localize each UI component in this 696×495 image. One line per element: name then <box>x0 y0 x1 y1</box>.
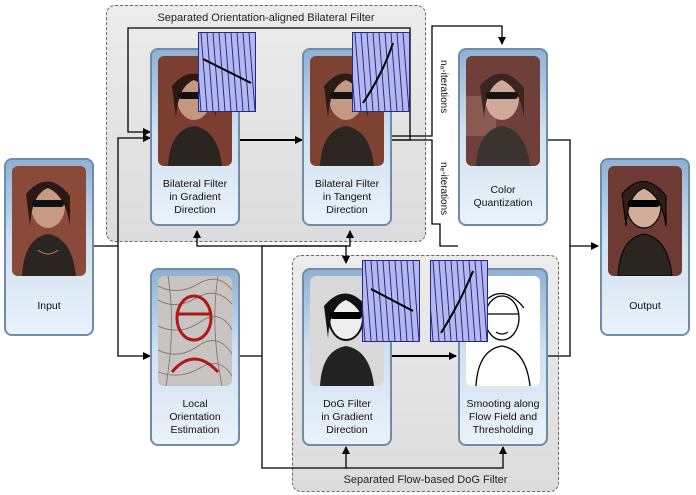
color-quantization-label: Color Quantization <box>473 184 533 209</box>
dog-group-title: Separated Flow-based DoG Filter <box>343 474 508 486</box>
bilateral-gradient-node: Bilateral Filter in Gradient Direction <box>150 48 240 226</box>
gradient-kernel-inset <box>198 32 256 112</box>
ne-iterations-label: nₑ-iterations <box>438 162 449 216</box>
color-quantization-photo <box>466 56 540 166</box>
bilateral-tangent-label: Bilateral Filter in Tangent Direction <box>314 178 380 216</box>
output-label: Output <box>629 300 661 312</box>
input-node: Input <box>4 158 94 336</box>
smoothing-node: Smooting along Flow Field and Thresholdi… <box>458 268 548 446</box>
smoothing-label: Smooting along Flow Field and Thresholdi… <box>466 398 540 436</box>
bilateral-group-title: Separated Orientation-aligned Bilateral … <box>157 12 375 24</box>
input-label: Input <box>37 300 61 312</box>
na-iterations-label: nₐ-iterations <box>438 60 449 114</box>
orientation-label: Local Orientation Estimation <box>169 398 221 436</box>
flow-kernel-inset <box>430 260 488 342</box>
dog-gradient-label: DoG Filter in Gradient Direction <box>321 398 373 436</box>
tangent-kernel-inset <box>352 32 410 112</box>
orientation-flow-image <box>158 276 232 386</box>
input-photo <box>12 166 86 276</box>
bilateral-gradient-label: Bilateral Filter in Gradient Direction <box>162 178 228 216</box>
output-node: Output <box>600 158 690 336</box>
orientation-node: Local Orientation Estimation <box>150 268 240 446</box>
output-photo <box>608 166 682 276</box>
color-quantization-node: Color Quantization <box>458 48 548 226</box>
dog-kernel-inset <box>362 260 420 342</box>
